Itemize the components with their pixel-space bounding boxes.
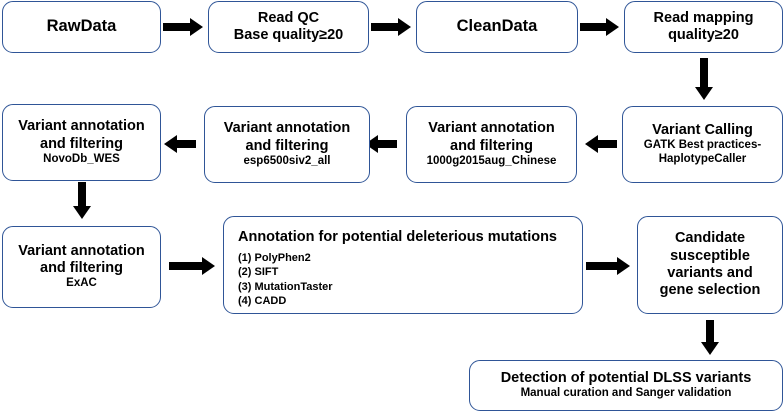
arrow-novodb-to-exac	[73, 182, 91, 219]
annotation-database: esp6500siv2_all	[243, 154, 331, 167]
candidate-line-1: Candidate	[674, 230, 746, 247]
arrow-1000g-to-esp	[365, 135, 397, 153]
arrow-mapping-to-calling	[695, 58, 713, 100]
annotation-title: Variant annotation	[18, 242, 145, 259]
annotation-subtitle: and filtering	[450, 137, 533, 154]
candidate-line-4: gene selection	[659, 282, 761, 299]
read-mapping-detail: quality≥20	[668, 27, 739, 43]
arrow-clean-to-mapping	[580, 18, 619, 36]
variant-calling-tool: GATK Best practices-	[643, 139, 762, 152]
step-annotation-novodb: Variant annotation and filtering NovoDb_…	[2, 104, 161, 181]
candidate-line-3: variants and	[667, 265, 753, 281]
step-variant-calling: Variant Calling GATK Best practices- Hap…	[622, 106, 783, 183]
annotation-title: Variant annotation	[18, 118, 145, 135]
clean-data-label: CleanData	[456, 17, 538, 36]
read-mapping-title: Read mapping	[653, 9, 754, 26]
detection-title: Detection of potential DLSS variants	[500, 369, 752, 386]
step-clean-data: CleanData	[416, 1, 578, 53]
variant-calling-caller: HaplotypeCaller	[658, 153, 747, 166]
arrow-exac-to-deleterious	[169, 257, 215, 275]
arrow-qc-to-clean	[371, 18, 411, 36]
step-annotation-esp: Variant annotation and filtering esp6500…	[204, 106, 370, 183]
annotation-title: Variant annotation	[223, 120, 351, 137]
annotation-database: 1000g2015aug_Chinese	[426, 154, 557, 167]
step-candidate-selection: Candidate susceptible variants and gene …	[637, 216, 783, 314]
step-detection-dlss: Detection of potential DLSS variants Man…	[469, 360, 783, 411]
tool-item-mutationtaster: (3) MutationTaster	[238, 280, 333, 293]
step-read-qc: Read QC Base quality≥20	[208, 1, 369, 53]
variant-calling-title: Variant Calling	[652, 122, 753, 138]
detection-method: Manual curation and Sanger validation	[520, 387, 732, 400]
read-qc-detail: Base quality≥20	[233, 27, 344, 43]
annotation-title: Variant annotation	[428, 120, 555, 137]
arrow-raw-to-qc	[163, 18, 203, 36]
read-qc-title: Read QC	[257, 9, 320, 26]
step-annotation-exac: Variant annotation and filtering ExAC	[2, 226, 161, 308]
step-deleterious-annotation: Annotation for potential deleterious mut…	[223, 216, 583, 314]
arrow-candidate-to-detection	[701, 320, 719, 355]
step-read-mapping: Read mapping quality≥20	[624, 1, 783, 53]
arrow-calling-to-1000g	[585, 135, 617, 153]
arrow-esp-to-novodb	[164, 135, 196, 153]
candidate-line-2: susceptible	[670, 247, 750, 264]
annotation-subtitle: and filtering	[40, 260, 123, 277]
tool-item-sift: (2) SIFT	[238, 266, 279, 279]
annotation-subtitle: and filtering	[245, 137, 329, 154]
arrow-deleterious-to-candidate	[586, 257, 630, 275]
annotation-subtitle: and filtering	[40, 135, 123, 152]
deleterious-title: Annotation for potential deleterious mut…	[238, 229, 557, 245]
tool-item-cadd: (4) CADD	[238, 294, 287, 307]
tool-item-polyphen2: (1) PolyPhen2	[238, 252, 311, 265]
step-raw-data: RawData	[2, 1, 161, 53]
annotation-database: ExAC	[66, 277, 97, 290]
raw-data-label: RawData	[46, 17, 117, 36]
annotation-database: NovoDb_WES	[43, 152, 120, 165]
step-annotation-1000g: Variant annotation and filtering 1000g20…	[406, 106, 577, 183]
